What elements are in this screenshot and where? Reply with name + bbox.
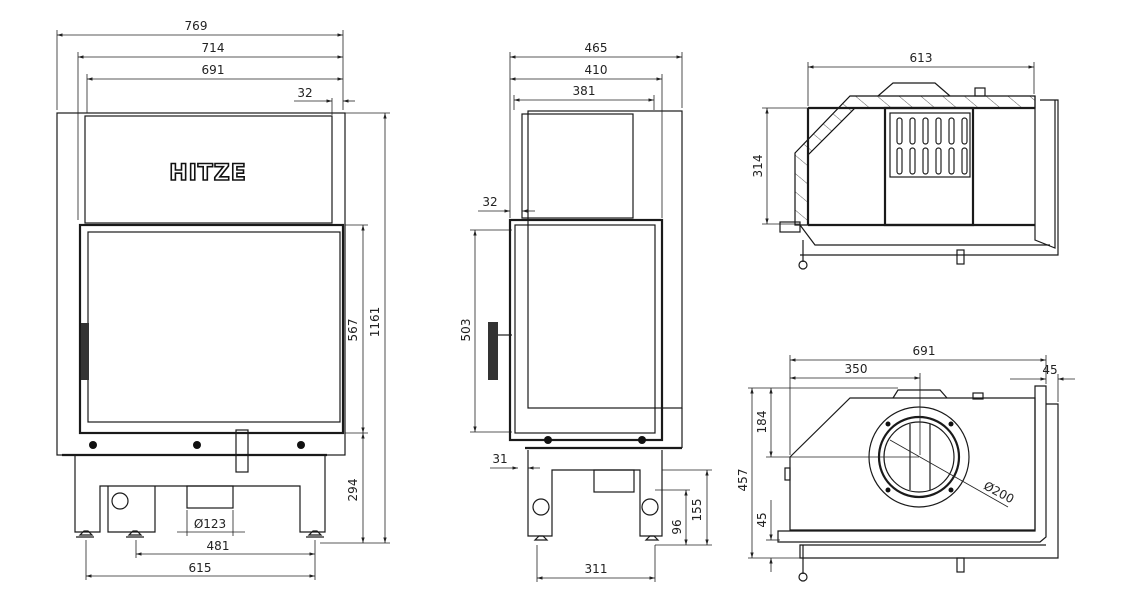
handle-icon	[81, 323, 89, 380]
top-view: 691 350 45 184 457 45 Ø200	[736, 344, 1075, 582]
dim-section-height: 314	[751, 155, 765, 178]
dim-overall-height: 1161	[368, 307, 382, 338]
door	[78, 223, 345, 435]
dim-top-width: 691	[913, 344, 936, 358]
dim-overall-depth: 465	[585, 41, 608, 55]
dim-leg-spacing: 311	[585, 562, 608, 576]
handle-icon	[488, 322, 498, 380]
section-view: 613 314	[751, 51, 1059, 270]
dim-offset-top: 32	[482, 195, 497, 209]
dim-overall-width: 769	[185, 19, 208, 33]
dim-leg-spacing-outer: 615	[189, 561, 212, 575]
dim-door-height: 503	[459, 319, 473, 342]
dim-offset-top: 32	[297, 86, 312, 100]
upper-box	[521, 113, 634, 219]
front-view: HITZE 769 714 691 32 567 1161 294	[56, 19, 390, 580]
dim-flue-offset: 350	[845, 362, 868, 376]
dim-door-width: 691	[202, 63, 225, 77]
dim-leg-spacing-inner: 481	[207, 539, 230, 553]
dim-flue-depth: 184	[755, 411, 769, 434]
dim-overall-depth: 457	[736, 469, 750, 492]
dim-front-offset: 45	[755, 512, 769, 527]
side-view: 465 410 381 32 503 31 311 96 155	[459, 41, 712, 582]
dim-base-height: 294	[346, 479, 360, 502]
dim-flue-diameter: Ø123	[194, 517, 226, 531]
dim-base-height: 155	[690, 499, 704, 522]
grate	[889, 112, 971, 178]
dim-body-depth: 381	[573, 84, 596, 98]
dim-frame-depth: 410	[585, 63, 608, 77]
glass	[87, 231, 341, 423]
dim-door-height: 567	[346, 319, 360, 342]
dim-section-width: 613	[910, 51, 933, 65]
upper-panel	[84, 115, 333, 224]
dim-side-offset: 45	[1042, 363, 1057, 377]
brand-logo: HITZE	[169, 161, 247, 186]
dim-frame-width: 714	[202, 41, 225, 55]
dim-inlet-height: 96	[670, 519, 684, 534]
door	[508, 218, 664, 442]
dim-offset-bottom: 31	[492, 452, 507, 466]
